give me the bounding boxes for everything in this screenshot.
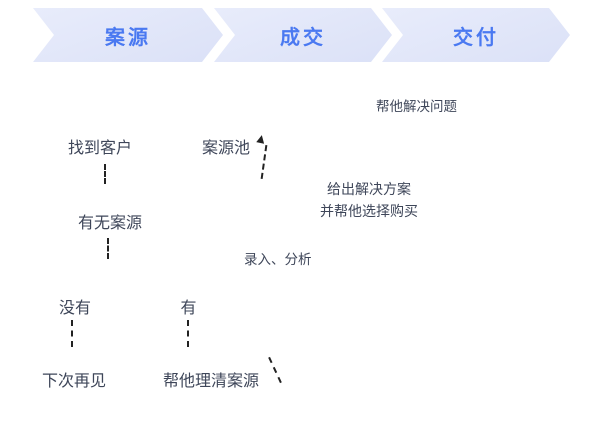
annotation-text: 录入、分析 <box>244 252 312 268</box>
dashed-connector-yes-branch <box>187 320 189 347</box>
annotation-solve-problem: 帮他解决问题 <box>370 92 463 118</box>
dashed-connector-check-to-branch <box>107 238 109 259</box>
node-label: 帮他理清案源 <box>162 370 259 390</box>
stage-arrow-case-source[interactable]: 案源 <box>33 8 223 62</box>
node-goodbye[interactable]: 下次再见 <box>28 365 120 392</box>
node-label: 下次再见 <box>41 370 106 390</box>
annotation-input-analyze: 录入、分析 <box>238 245 318 271</box>
stage-label: 成交 <box>280 24 326 49</box>
node-label: 有 <box>180 298 197 317</box>
node-label: 有无案源 <box>77 213 142 232</box>
dashed-connector-no-branch <box>71 320 73 347</box>
annotation-text: 帮他解决问题 <box>376 99 457 115</box>
node-label: 找到客户 <box>67 137 132 157</box>
node-find-customer[interactable]: 找到客户 <box>58 128 142 163</box>
stage-arrow-delivery[interactable]: 交付 <box>382 8 570 62</box>
dashed-connector-clarify-up <box>268 356 282 384</box>
stage-label: 案源 <box>105 24 151 49</box>
arrow-up-icon <box>256 134 266 144</box>
node-has-case[interactable]: 有 <box>160 293 217 319</box>
dashed-connector-find-to-check <box>104 164 106 184</box>
node-no-case[interactable]: 没有 <box>40 293 110 319</box>
node-label: 没有 <box>58 298 91 317</box>
stage-label: 交付 <box>453 24 499 49</box>
stage-arrow-deal[interactable]: 成交 <box>214 8 392 62</box>
annotation-text-line1: 给出解决方案 <box>327 182 411 198</box>
node-has-case-check[interactable]: 有无案源 <box>64 207 156 235</box>
annotation-text-line2: 并帮他选择购买 <box>320 204 418 220</box>
annotation-give-solution: 给出解决方案 并帮他选择购买 <box>314 176 424 226</box>
node-label: 案源池 <box>201 137 250 157</box>
node-case-pool[interactable]: 案源池 <box>186 128 266 163</box>
node-clarify-cases[interactable]: 帮他理清案源 <box>155 365 267 392</box>
